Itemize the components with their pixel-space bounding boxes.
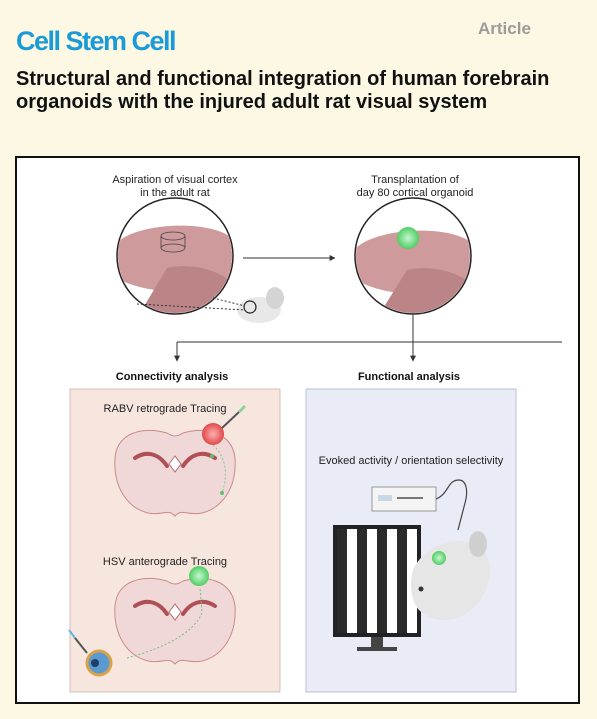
article-title: Structural and functional integration of… (16, 68, 550, 113)
organoid-red-icon (202, 423, 224, 445)
functional-analysis-header: Functional analysis (358, 371, 460, 383)
branch-arrows (174, 314, 562, 362)
transplantation-brain-illustration (354, 197, 472, 315)
step2-label-line2: day 80 cortical organoid (357, 187, 474, 199)
rabv-tracing-label: RABV retrograde Tracing (104, 403, 227, 415)
organoid-green-icon (397, 227, 419, 249)
aspiration-brain-illustration (116, 197, 234, 315)
rat-recording-illustration (411, 531, 490, 621)
journal-name: Cell Stem Cell (16, 26, 177, 56)
step1-label-line2: in the adult rat (140, 187, 210, 199)
grating-monitor-icon (333, 525, 421, 651)
step2-label-line1: Transplantation of (371, 174, 460, 186)
organoid-green-icon (189, 566, 209, 586)
brain-section-rabv-illustration (114, 404, 247, 517)
recording-device-icon (371, 479, 468, 531)
brain-section-hsv-illustration (68, 566, 236, 677)
article-type-label: Article (478, 19, 531, 38)
rat-head-illustration (136, 287, 284, 323)
connectivity-analysis-header: Connectivity analysis (116, 371, 229, 383)
step1-label-line1: Aspiration of visual cortex (112, 174, 238, 186)
graphical-abstract: Aspiration of visual cortex in the adult… (15, 156, 580, 704)
evoked-activity-label: Evoked activity / orientation selectivit… (319, 455, 504, 467)
hsv-tracing-label: HSV anterograde Tracing (103, 556, 227, 568)
